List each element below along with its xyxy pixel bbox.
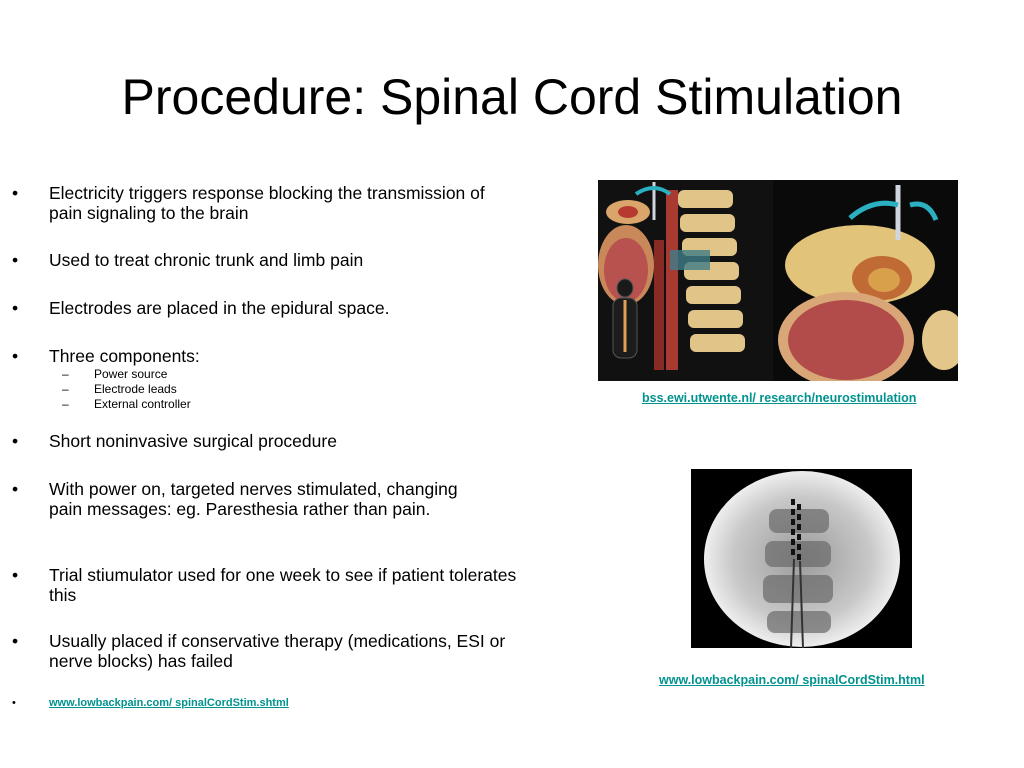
source-link[interactable]: www.lowbackpain.com/ spinalCordStim.shtm…: [49, 697, 289, 709]
bullet-symbol: •: [12, 697, 16, 709]
bullet-symbol: •: [12, 250, 19, 270]
image2-caption-link[interactable]: www.lowbackpain.com/ spinalCordStim.html: [659, 673, 925, 687]
sub-bullet-symbol: –: [62, 367, 69, 381]
sub-bullet-text: Electrode leads: [94, 382, 177, 396]
bullet-symbol: •: [12, 298, 19, 318]
bullet-text: With power on, targeted nerves stimulate…: [49, 479, 458, 519]
bullet-text: Electrodes are placed in the epidural sp…: [49, 298, 390, 318]
spine-anatomy-illustration: [598, 180, 958, 381]
sub-bullet-symbol: –: [62, 382, 69, 396]
right-spine-panel: [773, 180, 958, 381]
bullet-text: Short noninvasive surgical procedure: [49, 431, 337, 451]
bullet-text: Trial stiumulator used for one week to s…: [49, 565, 517, 605]
sub-bullet-symbol: –: [62, 397, 69, 411]
slide-title: Procedure: Spinal Cord Stimulation: [121, 69, 903, 125]
sub-bullet-text: External controller: [94, 397, 191, 411]
bullet-text: Electricity triggers response blocking t…: [49, 183, 485, 223]
bullet-symbol: •: [12, 631, 19, 651]
bullet-symbol: •: [12, 565, 19, 585]
left-spine-panel: [598, 180, 773, 381]
bullet-symbol: •: [12, 183, 19, 203]
bullet-text: Usually placed if conservative therapy (…: [49, 631, 506, 671]
bullet-text: Used to treat chronic trunk and limb pai…: [49, 250, 364, 270]
sub-bullet-text: Power source: [94, 367, 168, 381]
bullet-symbol: •: [12, 479, 19, 499]
xray-fluoroscopy-image: [691, 469, 912, 648]
bullet-text: Three components:: [49, 346, 200, 366]
image1-caption-link[interactable]: bss.ewi.utwente.nl/ research/neurostimul…: [642, 391, 917, 405]
bullet-symbol: •: [12, 346, 19, 366]
bullet-symbol: •: [12, 431, 19, 451]
